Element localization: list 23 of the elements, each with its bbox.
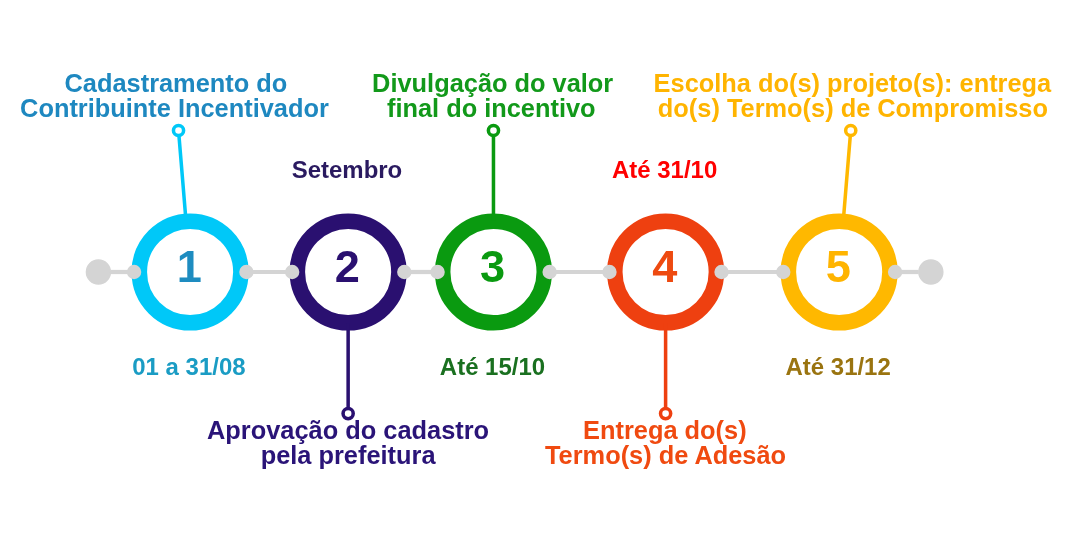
node-text: Cadastramento do Contribuinte Incentivador bbox=[20, 68, 329, 122]
node-text: Aprovação do cadastro pela prefeitura bbox=[207, 415, 490, 469]
connector bbox=[397, 264, 445, 279]
node-label: Setembro bbox=[291, 155, 403, 183]
connector bbox=[239, 264, 300, 279]
node-circle: 1 bbox=[131, 212, 249, 331]
node-text: Escolha do(s) projeto(s): entrega do(s) Termo(s) de Compromisso bbox=[653, 68, 1052, 122]
node-text: Entrega do(s) Termo(s) de Adesão bbox=[544, 415, 787, 469]
node-circle bbox=[85, 258, 112, 285]
node-circle bbox=[918, 258, 944, 285]
node-circle: 4 bbox=[607, 212, 725, 331]
node-label: Até 31/10 bbox=[611, 155, 718, 183]
node-label: Até 15/10 bbox=[439, 352, 546, 380]
node-text: Divulgação do valor final do incentivo bbox=[372, 68, 614, 122]
connector bbox=[542, 264, 617, 279]
connector bbox=[714, 264, 791, 279]
node-circle: 3 bbox=[434, 212, 552, 331]
node-circle: 5 bbox=[780, 212, 898, 331]
node-label: 01 a 31/08 bbox=[132, 352, 246, 380]
node-label: Até 31/12 bbox=[785, 352, 891, 380]
node-circle: 2 bbox=[289, 212, 407, 331]
connector bbox=[887, 264, 919, 279]
connector bbox=[110, 264, 142, 279]
